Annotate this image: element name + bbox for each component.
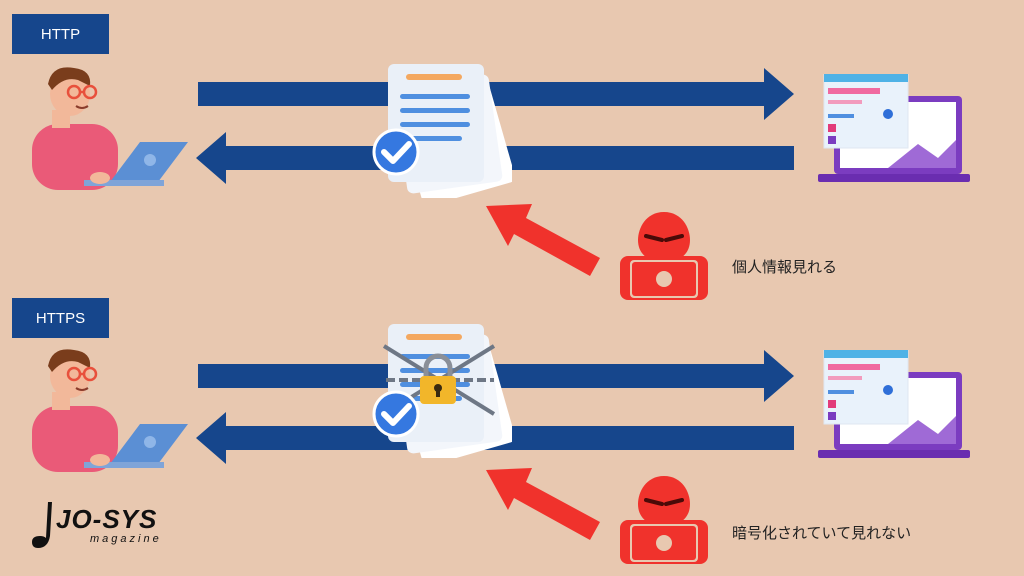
user-laptop-icon xyxy=(32,67,188,190)
http-label: HTTP xyxy=(12,14,109,54)
server-laptop-icon xyxy=(818,350,970,458)
https-section: HTTPS xyxy=(0,288,1024,576)
jo-sys-logo: JO-SYS magazine xyxy=(30,500,180,556)
http-section: HTTP xyxy=(12,14,970,300)
https-caption: 暗号化されていて見れない xyxy=(732,524,912,542)
padlock-icon xyxy=(420,353,456,404)
hacker-icon xyxy=(620,212,708,300)
logo-subtitle: magazine xyxy=(90,533,162,545)
attack-arrow-icon xyxy=(486,204,600,276)
logo-name: JO-SYS xyxy=(56,504,158,534)
server-laptop-icon xyxy=(818,74,970,182)
checkmark-icon xyxy=(372,128,420,176)
user-laptop-icon xyxy=(32,349,188,472)
hacker-icon xyxy=(620,476,708,564)
https-label: HTTPS xyxy=(12,298,109,338)
http-caption: 個人情報見れる xyxy=(732,258,838,276)
document-stack-icon xyxy=(372,64,512,198)
attack-arrow-icon xyxy=(486,468,600,540)
document-stack-icon xyxy=(372,324,512,458)
checkmark-icon xyxy=(372,390,420,438)
request-arrow xyxy=(198,68,794,120)
logo-mark-icon xyxy=(32,502,52,548)
